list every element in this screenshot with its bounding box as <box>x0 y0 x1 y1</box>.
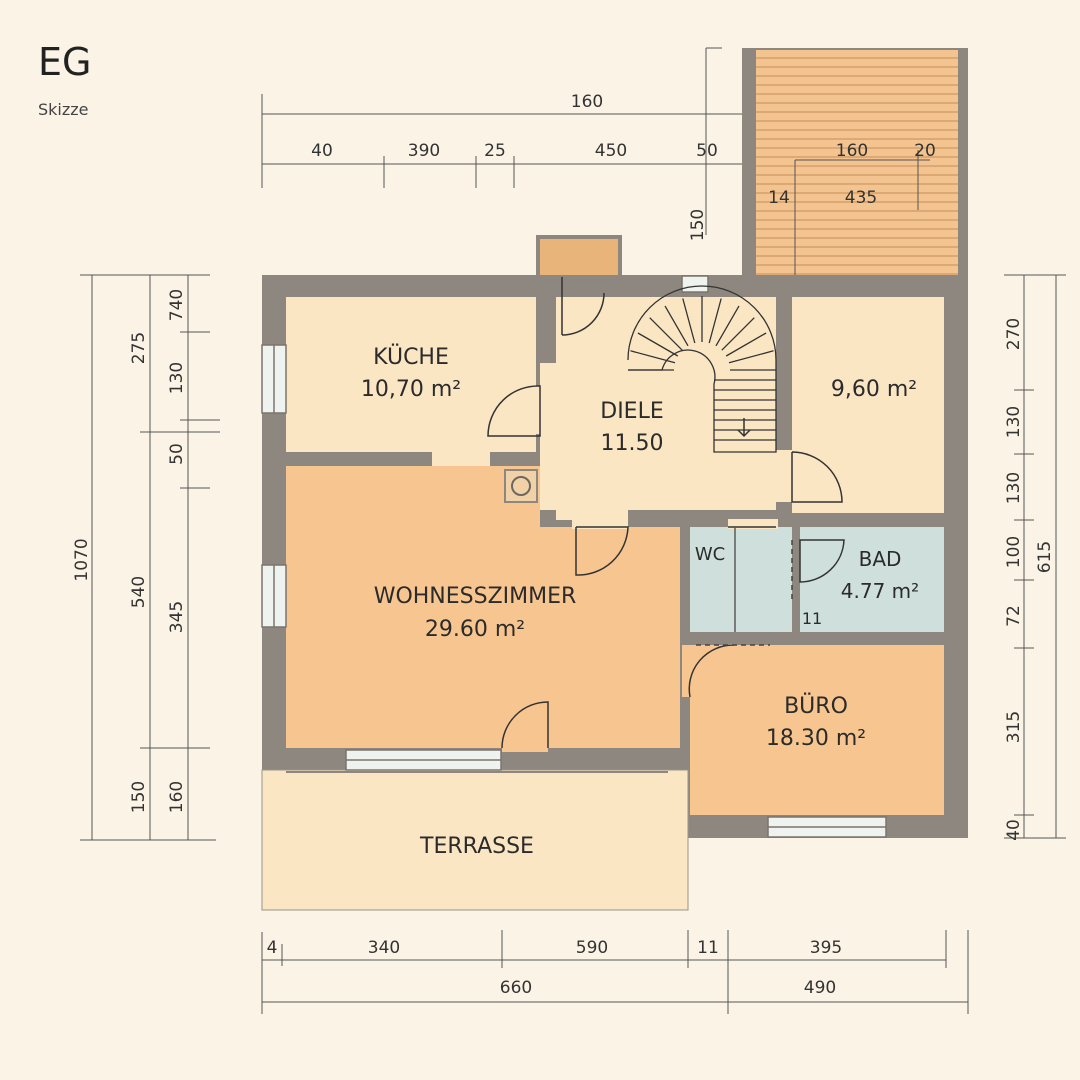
dim-bottom-1: 340 <box>368 938 400 958</box>
stair-step <box>708 298 722 344</box>
dim-left-inner-1: 130 <box>167 362 187 394</box>
spiral-stairs <box>627 285 777 453</box>
dim-right-inner-2: 130 <box>1004 472 1024 504</box>
door-swings <box>487 277 845 749</box>
diele-name: DIELE <box>600 399 664 424</box>
stair-step <box>715 305 740 347</box>
dim-bottom-0: 4 <box>267 938 278 958</box>
dim-bottom-4: 395 <box>810 938 842 958</box>
dim-top-0: 40 <box>311 141 333 161</box>
page-title: EG <box>38 40 92 84</box>
dim-left-inner-2: 50 <box>167 443 187 465</box>
dim-deck-1: 20 <box>914 141 936 161</box>
chimney <box>536 235 622 279</box>
dimension-lines <box>80 47 1066 1014</box>
stair-step <box>728 350 774 364</box>
stair-step <box>682 298 696 344</box>
diele-area: 11.50 <box>601 431 664 456</box>
dim-bottom-2: 590 <box>576 938 608 958</box>
dim-left-inner-0: 740 <box>167 289 187 321</box>
windows <box>261 275 887 838</box>
kueche-name: KÜCHE <box>373 344 449 370</box>
dimension-labels: 160 40 390 25 450 50 150 160 20 14 435 1… <box>72 92 1055 998</box>
dim-bottom-3: 11 <box>697 938 719 958</box>
dim-bottom-total-0: 660 <box>500 978 532 998</box>
dim-left-inner-3: 345 <box>167 601 187 633</box>
wohn-area: 29.60 m² <box>425 617 525 642</box>
buero-area: 18.30 m² <box>766 726 866 751</box>
page-subtitle: Skizze <box>38 100 89 119</box>
dim-top-1: 390 <box>408 141 440 161</box>
dim-top-2: 25 <box>484 141 506 161</box>
dim-top-3: 450 <box>595 141 627 161</box>
dim-left-mid-0: 275 <box>129 332 149 364</box>
dim-right-inner-0: 270 <box>1004 318 1024 350</box>
deck <box>742 48 968 278</box>
dim-deck-3: 435 <box>845 188 877 208</box>
room-terrasse <box>261 769 689 911</box>
dim-right-inner-5: 315 <box>1004 711 1024 743</box>
stair-step <box>664 305 689 347</box>
stair-step <box>725 332 767 357</box>
stair-step <box>721 317 755 351</box>
dim-left-total: 1070 <box>72 538 92 581</box>
room-wc <box>690 527 792 632</box>
bad-name: BAD <box>859 547 902 571</box>
bad-area: 4.77 m² <box>841 579 919 603</box>
wohn-name: WOHNESSZIMMER <box>374 584 577 609</box>
dim-left-inner-4: 160 <box>167 781 187 813</box>
room-diele <box>540 297 776 520</box>
dim-right-inner-1: 130 <box>1004 406 1024 438</box>
kueche-area: 10,70 m² <box>361 377 461 402</box>
bad-extra: 11 <box>802 609 822 628</box>
dim-right-inner-3: 100 <box>1004 536 1024 568</box>
dim-deck-2: 14 <box>768 188 790 208</box>
dim-stair-vertical: 150 <box>688 209 708 241</box>
flue <box>504 469 538 503</box>
dim-left-mid-2: 150 <box>129 781 149 813</box>
room-ne-area: 9,60 m² <box>831 377 917 402</box>
terrasse-name: TERRASSE <box>419 834 534 859</box>
dim-top-4: 50 <box>696 141 718 161</box>
room-ne <box>792 297 944 513</box>
stair-step <box>649 317 683 351</box>
dim-bottom-total-1: 490 <box>804 978 836 998</box>
buero-name: BÜRO <box>784 693 848 719</box>
dim-left-mid-1: 540 <box>129 576 149 608</box>
dim-deck-0: 160 <box>836 141 868 161</box>
room-bad <box>800 527 944 632</box>
dim-right-total: 615 <box>1035 541 1055 573</box>
room-wohn <box>286 466 680 748</box>
stair-step <box>630 350 676 364</box>
wc-name: WC <box>695 544 725 565</box>
room-kueche <box>286 297 536 452</box>
stair-step <box>637 332 679 357</box>
dim-right-inner-4: 72 <box>1004 605 1024 627</box>
dim-right-inner-6: 40 <box>1004 819 1024 841</box>
room-buero <box>690 645 944 815</box>
dim-top-total: 160 <box>571 92 603 112</box>
